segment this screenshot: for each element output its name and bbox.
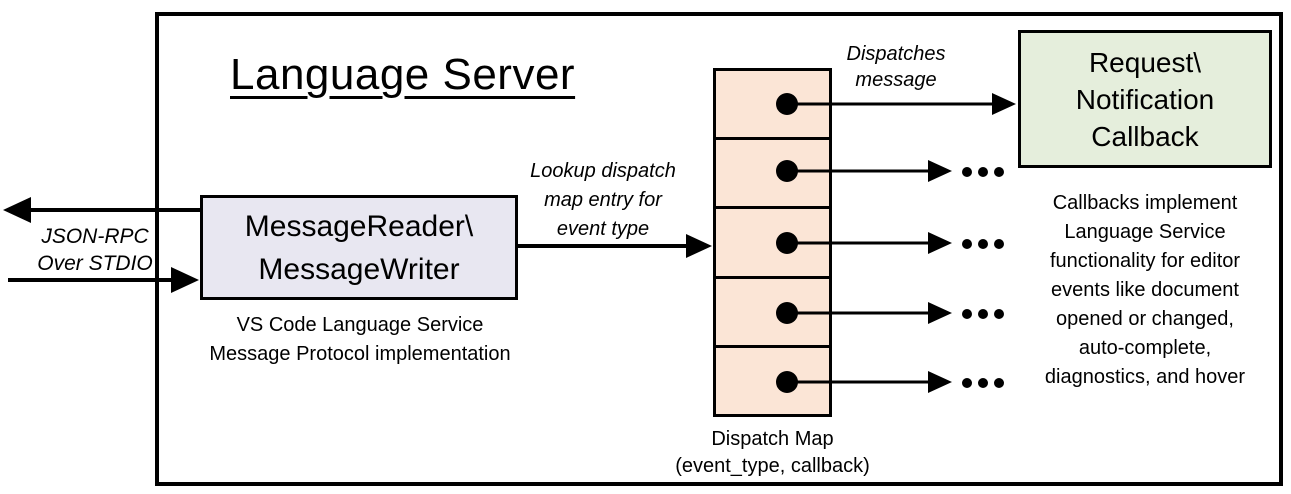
dispatches-label-line1: Dispatches [846, 43, 946, 65]
callbacks-note-line2: Language Service [1064, 221, 1226, 243]
language-server-boundary [155, 12, 1283, 486]
callbacks-note-line7: diagnostics, and hover [1044, 366, 1246, 388]
dispatches-label-line2: message [855, 69, 937, 91]
dispatch-caption-line2: (event_type, callback) [675, 455, 870, 477]
message-writer-label: MessageWriter [258, 252, 460, 286]
reader-caption-line1: VS Code Language Service [236, 314, 484, 336]
dispatch-map [713, 68, 832, 417]
reader-caption-line2: Message Protocol implementation [209, 343, 511, 365]
stdio-label: JSON-RPC Over STDIO [10, 223, 180, 277]
callbacks-note-line3: functionality for editor [1049, 250, 1241, 272]
callbacks-note-line4: events like document [1051, 279, 1239, 301]
reader-box-caption: VS Code Language Service Message Protoco… [170, 311, 550, 369]
callbacks-note-line5: opened or changed, [1056, 308, 1234, 330]
lookup-label-line3: event type [556, 218, 650, 240]
dispatch-map-cell [716, 348, 829, 414]
callback-box-line1: Request\ [1088, 46, 1202, 78]
callbacks-note-line6: auto-complete, [1078, 337, 1212, 359]
callback-box-line3: Callback [1091, 120, 1199, 152]
lookup-label: Lookup dispatch map entry for event type [508, 157, 698, 244]
stdio-label-line2: Over STDIO [37, 252, 153, 275]
lookup-label-line2: map entry for [544, 189, 662, 211]
lookup-label-line1: Lookup dispatch [530, 160, 676, 182]
callbacks-note: Callbacks implement Language Service fun… [1010, 189, 1280, 392]
dispatch-map-cell [716, 209, 829, 279]
dispatch-map-cell [716, 140, 829, 210]
message-reader-label: MessageReader\ [244, 209, 474, 243]
dispatch-map-cell [716, 279, 829, 348]
callbacks-note-line1: Callbacks implement [1052, 192, 1238, 214]
dispatches-label: Dispatches message [826, 41, 966, 93]
dispatch-map-cell [716, 71, 829, 141]
message-reader-writer-box: MessageReader\ MessageWriter [200, 195, 518, 300]
callback-box-line2: Notification [1075, 83, 1215, 115]
dispatch-map-caption: Dispatch Map (event_type, callback) [640, 426, 905, 480]
stdio-label-line1: JSON-RPC [41, 225, 149, 248]
dispatch-caption-line1: Dispatch Map [711, 428, 834, 450]
request-notification-callback-box: Request\ Notification Callback [1018, 30, 1272, 168]
diagram-title: Language Server [230, 50, 576, 99]
